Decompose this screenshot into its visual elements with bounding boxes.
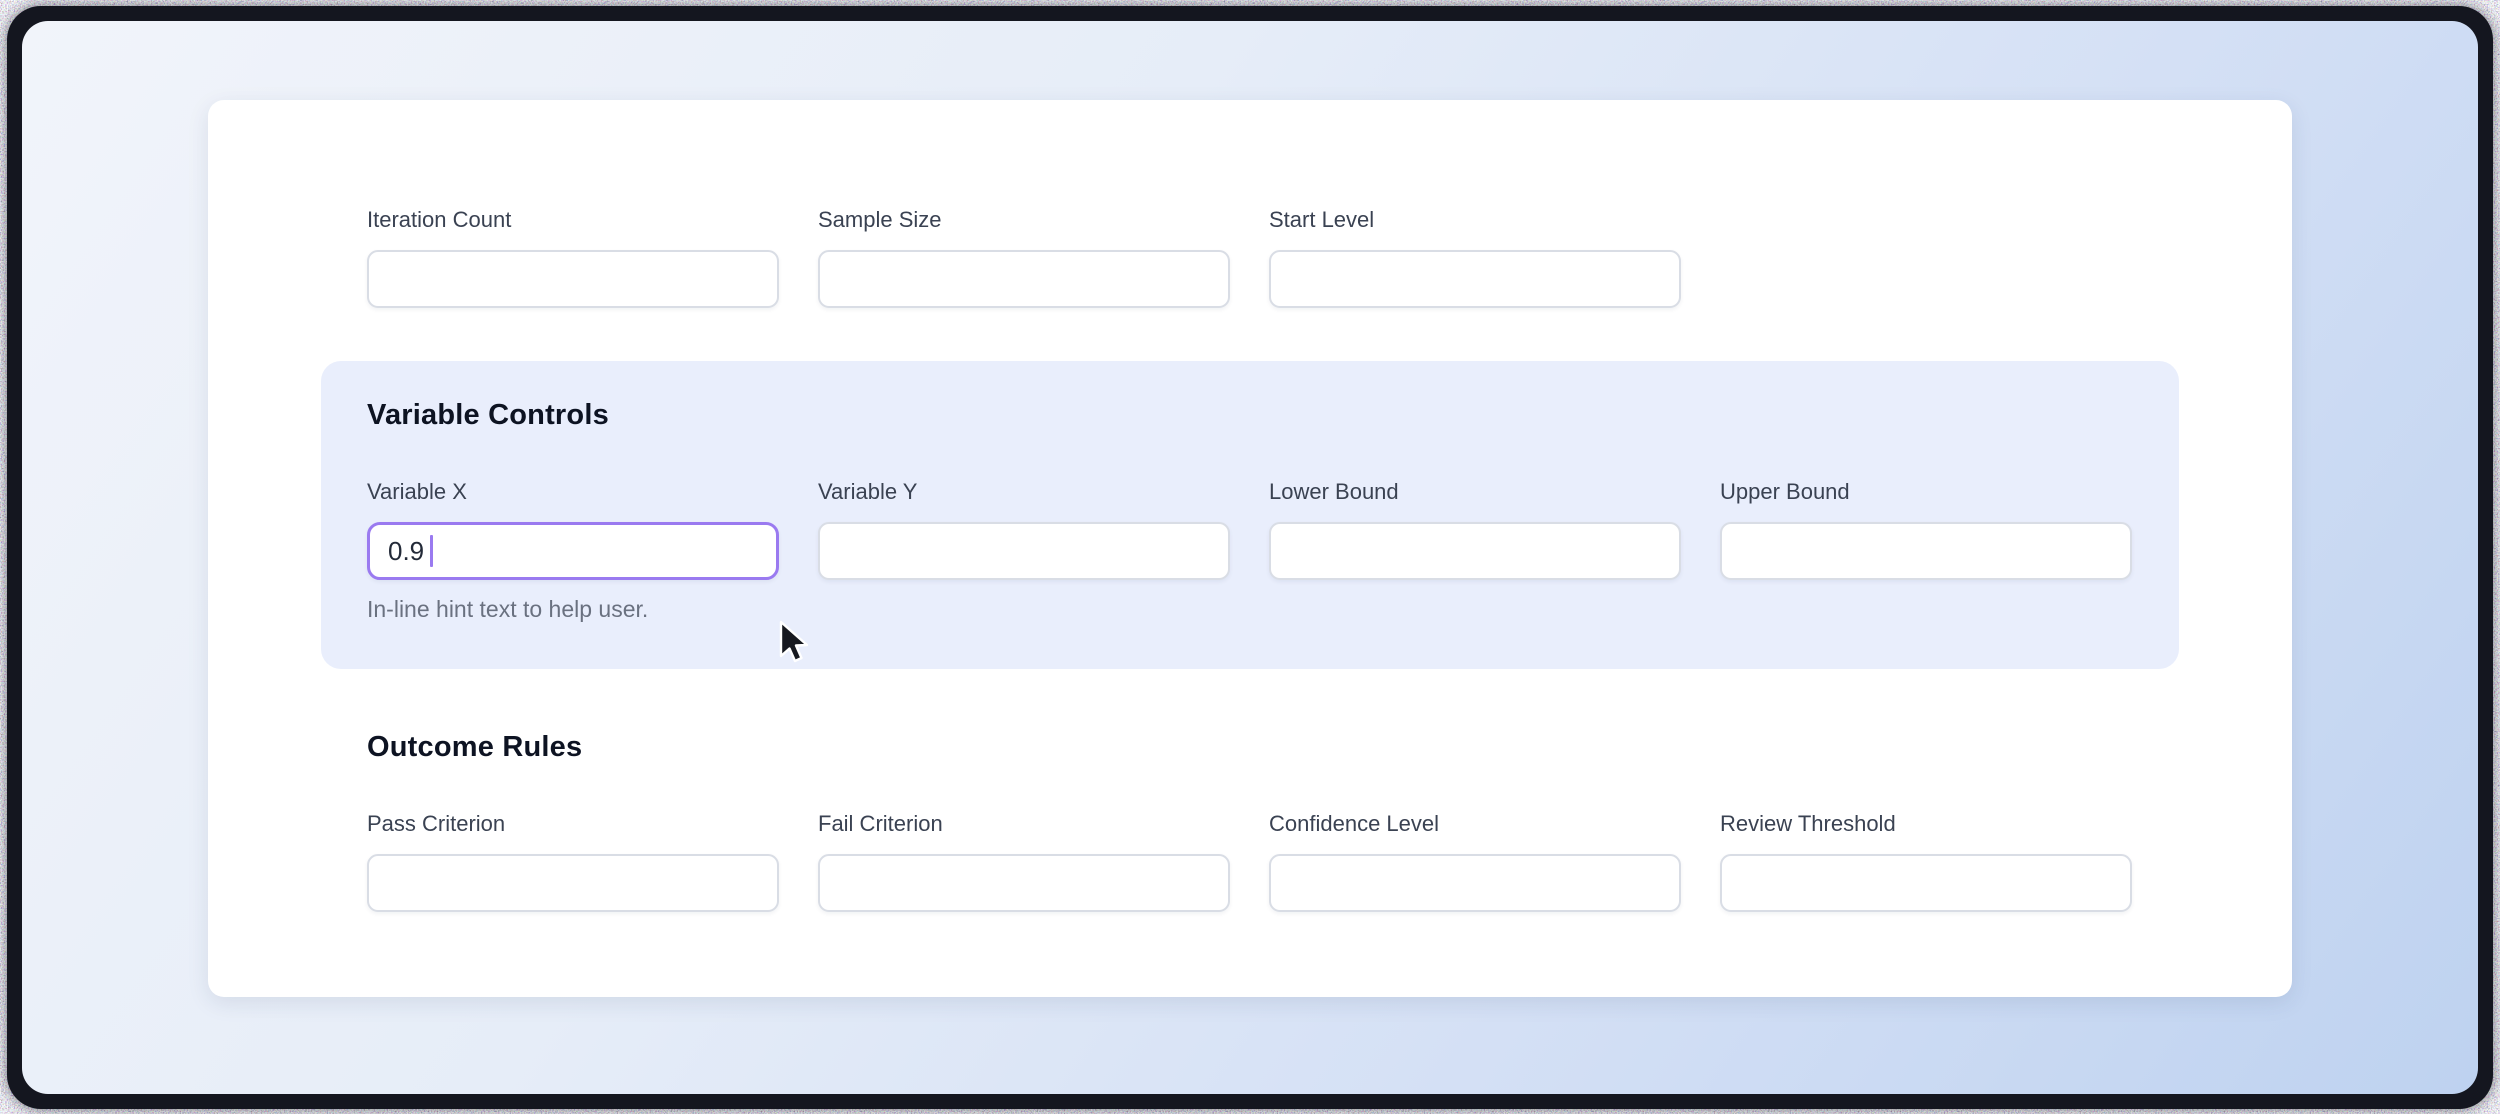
lower-bound-input[interactable] xyxy=(1269,522,1681,580)
confidence-level-label: Confidence Level xyxy=(1269,811,1440,836)
variable-x-input[interactable] xyxy=(367,522,779,580)
variable-y-input[interactable] xyxy=(818,522,1230,580)
field-group-lower-bound: Lower Bound xyxy=(1269,476,1681,623)
sample-size-label: Sample Size xyxy=(818,207,942,232)
variable-controls-panel: Variable Controls Variable X In-line hin… xyxy=(321,361,2179,669)
field-group-review-threshold: Review Threshold xyxy=(1720,808,2132,912)
field-group-variable-x: Variable X In-line hint text to help use… xyxy=(367,476,779,623)
fail-criterion-input[interactable] xyxy=(818,854,1230,912)
variable-controls-field-row: Variable X In-line hint text to help use… xyxy=(367,476,2133,623)
field-group-sample-size: Sample Size xyxy=(818,204,1230,308)
field-group-upper-bound: Upper Bound xyxy=(1720,476,2132,623)
top-field-row: Iteration Count Sample Size Start Level xyxy=(367,204,2133,308)
outcome-rules-field-row: Pass Criterion Fail Criterion Confidence… xyxy=(367,808,2133,912)
window-frame: Iteration Count Sample Size Start Level … xyxy=(7,6,2493,1109)
text-caret xyxy=(430,535,433,567)
pass-criterion-label: Pass Criterion xyxy=(367,811,506,836)
lower-bound-label: Lower Bound xyxy=(1269,479,1399,504)
start-level-input[interactable] xyxy=(1269,250,1681,308)
start-level-label: Start Level xyxy=(1269,207,1375,232)
pass-criterion-input[interactable] xyxy=(367,854,779,912)
upper-bound-label: Upper Bound xyxy=(1720,479,1850,504)
form-card: Iteration Count Sample Size Start Level … xyxy=(208,100,2292,997)
upper-bound-input[interactable] xyxy=(1720,522,2132,580)
sample-size-input[interactable] xyxy=(818,250,1230,308)
desktop-background: Iteration Count Sample Size Start Level … xyxy=(22,21,2478,1094)
field-group-confidence-level: Confidence Level xyxy=(1269,808,1681,912)
variable-controls-title: Variable Controls xyxy=(367,399,609,431)
variable-y-label: Variable Y xyxy=(818,479,918,504)
review-threshold-label: Review Threshold xyxy=(1720,811,1896,836)
outcome-rules-title: Outcome Rules xyxy=(367,731,583,763)
fail-criterion-label: Fail Criterion xyxy=(818,811,943,836)
iteration-count-label: Iteration Count xyxy=(367,207,512,232)
field-group-fail-criterion: Fail Criterion xyxy=(818,808,1230,912)
field-group-pass-criterion: Pass Criterion xyxy=(367,808,779,912)
review-threshold-input[interactable] xyxy=(1720,854,2132,912)
variable-x-label: Variable X xyxy=(367,479,467,504)
confidence-level-input[interactable] xyxy=(1269,854,1681,912)
variable-x-hint: In-line hint text to help user. xyxy=(367,596,649,622)
variable-x-input-wrap xyxy=(367,522,779,580)
iteration-count-input[interactable] xyxy=(367,250,779,308)
field-group-start-level: Start Level xyxy=(1269,204,1681,308)
field-group-variable-y: Variable Y xyxy=(818,476,1230,623)
field-group-iteration-count: Iteration Count xyxy=(367,204,779,308)
